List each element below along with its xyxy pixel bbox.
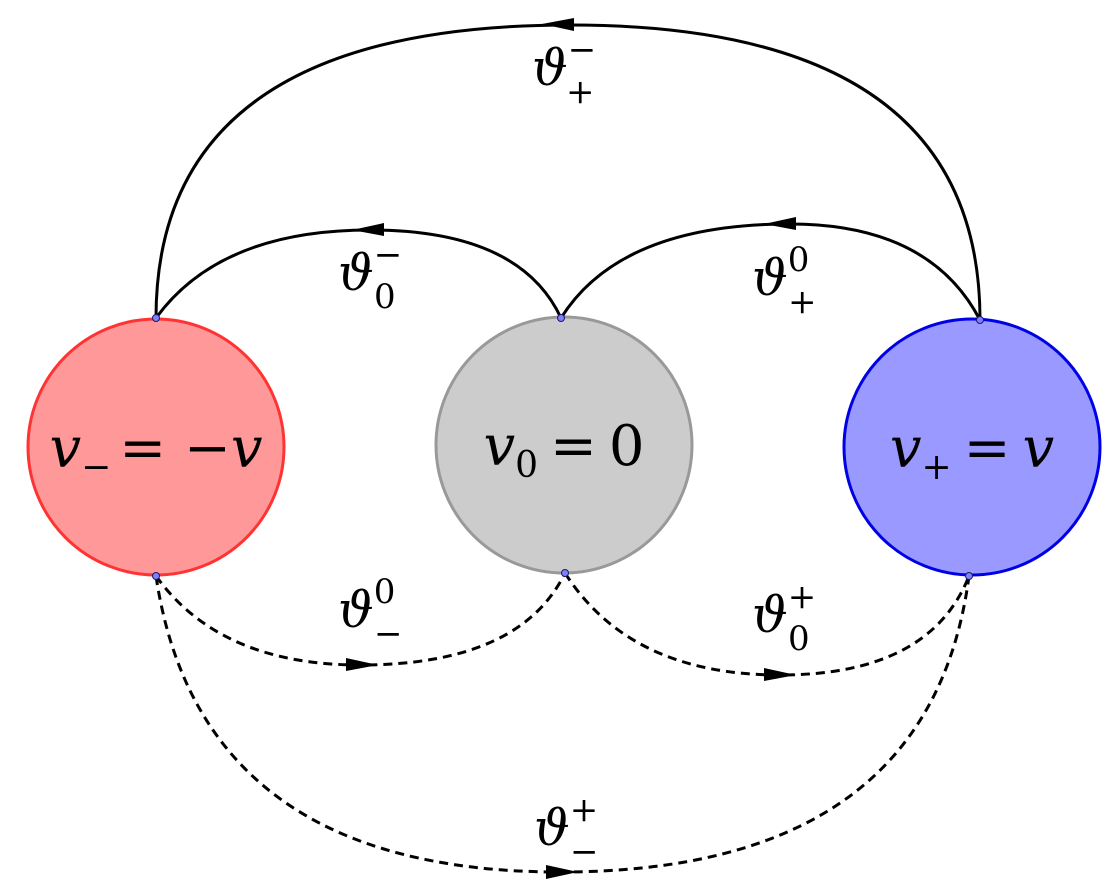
edge-label-minus-to-zero: ϑ0− <box>338 572 403 654</box>
edge-label-plus-to-minus: ϑ−+ <box>532 30 596 112</box>
node-label-zero: v0=0 <box>483 414 644 486</box>
arrowheads <box>346 18 796 879</box>
anchor-dot-plus-bottom <box>965 572 973 580</box>
arrowhead-minus-to-plus <box>546 865 578 879</box>
node-label-minus: v−= −v <box>49 416 262 488</box>
arrowhead-minus-to-zero <box>346 658 378 671</box>
arrowhead-plus-to-zero <box>764 217 796 230</box>
anchor-dot-zero-top <box>557 314 565 322</box>
edge-label-zero-to-plus: ϑ+0 <box>752 577 816 659</box>
edge-label-minus-to-plus: ϑ+− <box>534 790 599 872</box>
anchor-dot-minus-top <box>152 314 160 322</box>
node-label-plus: v+=v <box>890 416 1055 488</box>
anchor-dots <box>152 314 984 580</box>
arrowhead-plus-to-minus <box>542 18 574 31</box>
edge-label-plus-to-zero: ϑ0+ <box>752 240 817 322</box>
edge-label-zero-to-minus: ϑ−0 <box>338 235 402 317</box>
anchor-dot-plus-top <box>976 316 984 324</box>
arrowhead-zero-to-plus <box>764 668 796 681</box>
anchor-dot-minus-bottom <box>152 572 160 580</box>
arrowhead-zero-to-minus <box>352 223 384 236</box>
anchor-dot-zero-bottom <box>561 569 569 577</box>
